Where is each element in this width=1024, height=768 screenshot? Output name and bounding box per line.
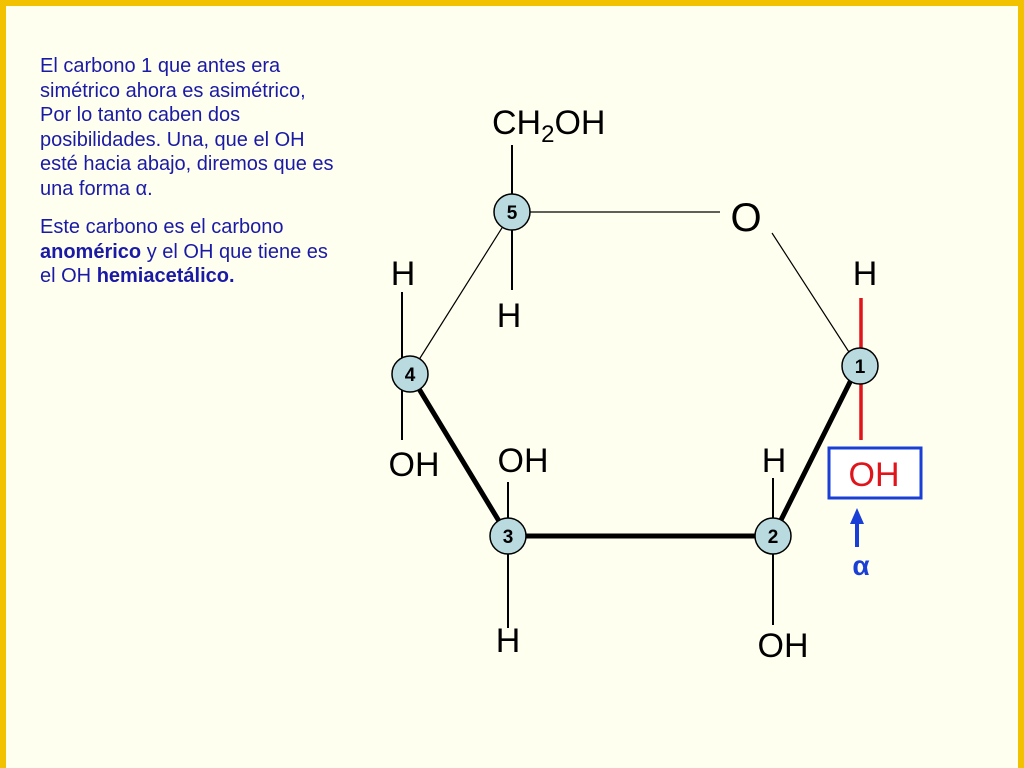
carbon-4: 4	[391, 355, 429, 393]
paragraph-anomeric-part2: y el OH que tiene es el OH	[40, 240, 328, 288]
c1-h-label: H	[853, 255, 878, 293]
bond-c2-c1	[770, 364, 861, 538]
carbon-5: 5	[493, 193, 531, 231]
c2-oh-label: OH	[758, 627, 809, 665]
carbon-4-number: 4	[405, 365, 416, 386]
carbon-1-number: 1	[855, 357, 866, 378]
term-anomerico: anomérico	[40, 240, 142, 263]
bond-c5-c4	[409, 211, 513, 375]
ch2oh-label: CH2OH	[492, 104, 605, 148]
ring-oxygen-label: O	[730, 196, 761, 240]
explanation-text: El carbono 1 que antes era simétrico aho…	[40, 54, 340, 303]
bond-c4-c3	[407, 372, 511, 538]
bond-o-c1	[771, 232, 859, 367]
paragraph-alpha-form: El carbono 1 que antes era simétrico aho…	[40, 55, 334, 200]
c4-oh-label: OH	[389, 446, 440, 484]
paragraph-anomeric: Este carbono es el carbono anomérico y e…	[40, 215, 340, 289]
c4-h-label: H	[391, 255, 416, 293]
carbon-1: 1	[841, 347, 879, 385]
carbon-5-number: 5	[507, 203, 518, 224]
carbon-3-number: 3	[503, 527, 514, 548]
alpha-label: α	[852, 550, 869, 581]
c2-h-label: H	[762, 442, 787, 480]
alpha-oh-box	[827, 446, 923, 500]
carbon-2-number: 2	[768, 527, 779, 548]
term-hemiacetalico: hemiacetálico.	[96, 265, 235, 287]
c3-oh-label: OH	[498, 442, 549, 480]
up-arrow-icon	[850, 508, 864, 547]
carbon-2: 2	[754, 517, 792, 555]
carbon-3: 3	[489, 517, 527, 555]
c3-h-label: H	[496, 622, 521, 660]
paragraph-anomeric-part1: Este carbono es el carbono	[40, 216, 284, 238]
c5-h-label: H	[497, 297, 522, 335]
c1-oh-label: OH	[849, 456, 900, 494]
